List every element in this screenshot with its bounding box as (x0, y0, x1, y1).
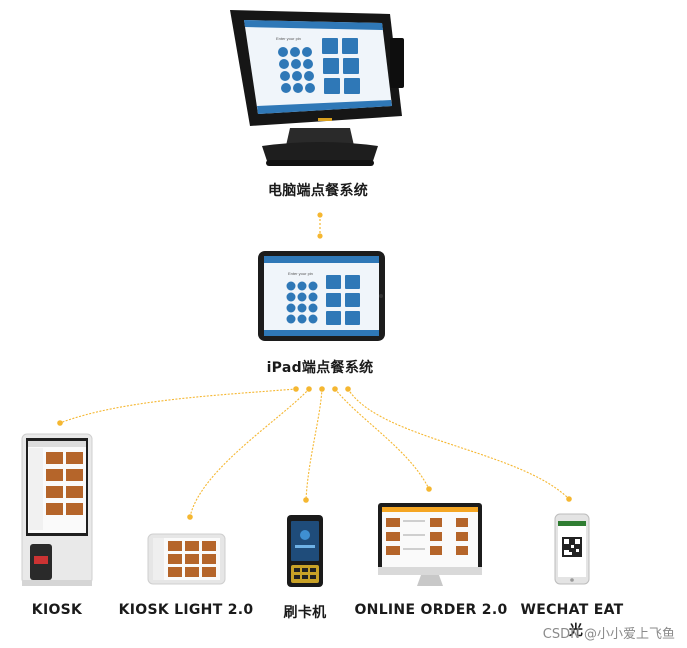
pc-pos-terminal-image: Enter your pin (230, 10, 404, 166)
ipad-menu-tiles (326, 275, 360, 325)
wechat-phone-image (554, 513, 590, 585)
kiosk-image (21, 433, 93, 586)
wechat-label-overflow: 光 (568, 623, 584, 639)
watermark: CSDN @小小爱上飞鱼 (542, 627, 675, 642)
card-reader-image (287, 515, 323, 587)
online-order-label: ONLINE ORDER 2.0 (354, 602, 508, 618)
wechat-label: WECHAT EAT (520, 602, 624, 618)
kiosk-light-label: KIOSK LIGHT 2.0 (118, 602, 254, 618)
kiosk-label: KIOSK (31, 602, 83, 618)
ipad-pos-image: Enter your pin (258, 251, 385, 341)
connector-lines (59, 388, 570, 518)
pc-keypad (278, 47, 315, 93)
ipad-pos-label: iPad端点餐系统 (266, 360, 374, 376)
pc-screen-prompt: Enter your pin (276, 36, 301, 41)
ipad-screen-prompt: Enter your pin (288, 271, 313, 276)
pc-menu-tiles (322, 38, 360, 94)
pc-pos-label: 电脑端点餐系统 (267, 183, 369, 199)
kiosk-light-image (147, 533, 226, 585)
ipad-keypad (286, 281, 318, 324)
online-order-image (378, 503, 482, 586)
connector-dots (57, 386, 572, 520)
card-reader-label: 刷卡机 (283, 605, 327, 621)
